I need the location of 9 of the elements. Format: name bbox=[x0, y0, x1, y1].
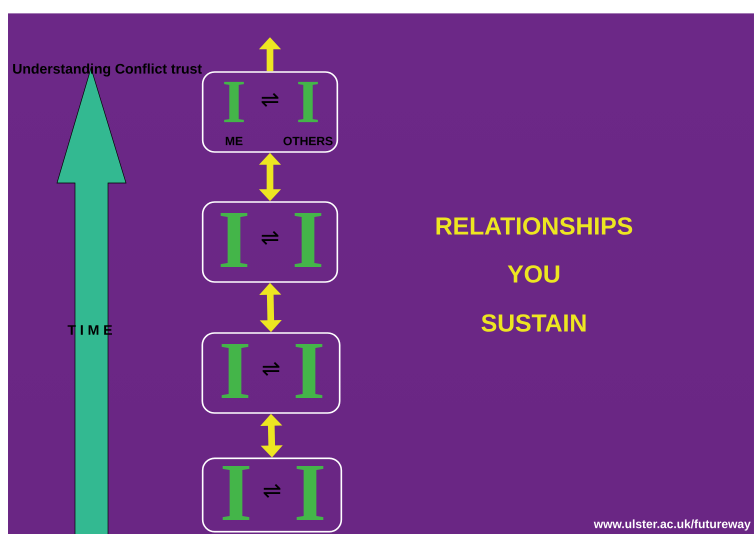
heading-text: SUSTAIN bbox=[482, 314, 586, 332]
title-text: Understanding Conflict trust bbox=[13, 63, 202, 77]
relationship-box: I ⇌ I bbox=[202, 332, 340, 414]
heading-text: YOU bbox=[508, 265, 560, 283]
relationship-box: I ⇌ I bbox=[202, 458, 342, 532]
relationship-box: I ⇌ I bbox=[202, 201, 338, 283]
heading-text: RELATIONSHIPS bbox=[436, 217, 632, 235]
web-address: www.ulster.ac.uk/futureway bbox=[594, 519, 751, 531]
relationship-box: I ⇌ I ME OTHERS bbox=[202, 71, 338, 153]
